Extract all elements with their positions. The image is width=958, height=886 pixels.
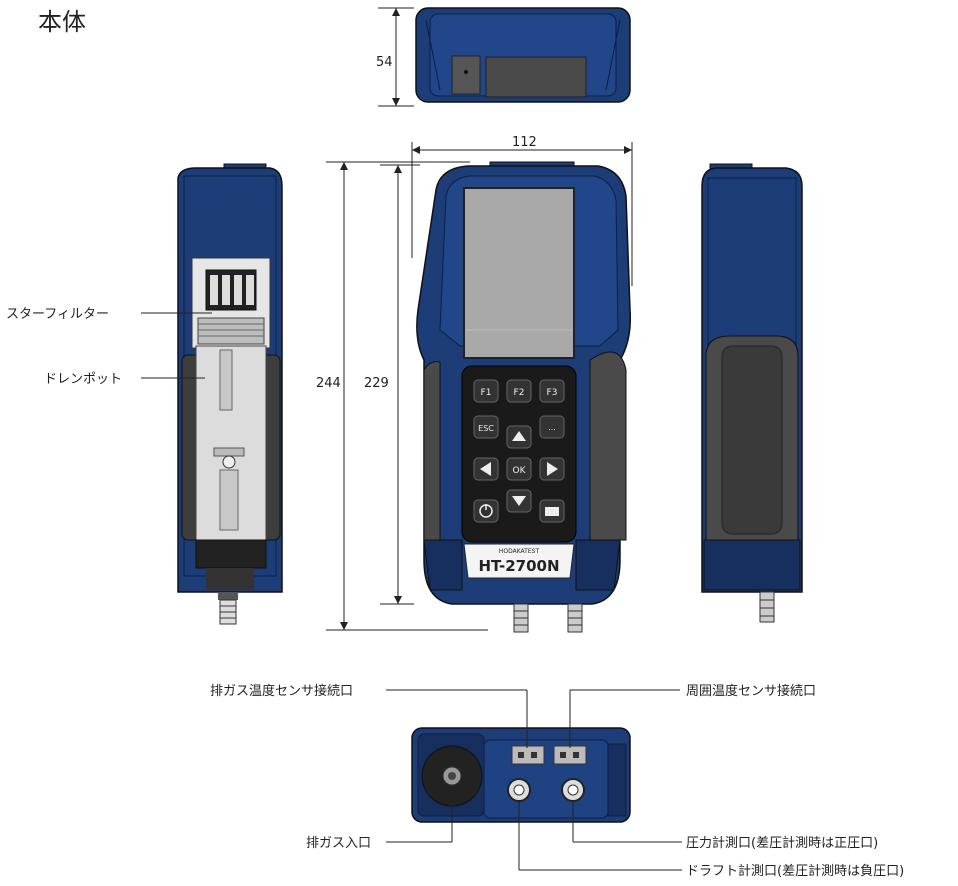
right-arrow-icon (547, 462, 558, 476)
key-dots: ... (548, 423, 556, 432)
dim-height-total: 244 (316, 161, 488, 631)
callout-exhaust-inlet: 排ガス入口 (306, 790, 453, 851)
key-esc: ESC (478, 424, 494, 433)
key-f2: F2 (514, 388, 525, 398)
print-icon (545, 507, 559, 516)
dim-width-label: 112 (512, 135, 537, 150)
down-arrow-icon (512, 496, 526, 506)
page-heading: 本体 (38, 8, 86, 36)
device-brand: HODAKATEST (499, 548, 540, 555)
dim-thickness-label: 54 (376, 55, 393, 70)
dim-height-total-label: 244 (316, 376, 341, 391)
up-arrow-icon (512, 431, 526, 441)
callout-pressure-port: 圧力計測口(差圧計測時は正圧口) (572, 801, 878, 851)
left-side-view (177, 163, 283, 625)
callout-star-filter-label: スターフィルター (6, 307, 109, 322)
callout-exhaust-temp-port: 排ガス温度センサ接続口 (210, 683, 528, 748)
top-view (415, 7, 631, 103)
key-ok: OK (513, 466, 527, 476)
key-f1: F1 (481, 388, 492, 398)
callout-draft-port-label: ドラフト計測口(差圧計測時は負圧口) (686, 863, 904, 879)
callout-drain-pot: ドレンポット (44, 372, 205, 387)
dim-thickness: 54 (376, 7, 414, 107)
device-model: HT-2700N (478, 557, 559, 575)
dim-height-body: 229 (364, 164, 420, 605)
callout-pressure-port-label: 圧力計測口(差圧計測時は正圧口) (686, 835, 878, 851)
dim-height-body-label: 229 (364, 376, 389, 391)
callout-drain-pot-label: ドレンポット (44, 372, 122, 387)
callout-star-filter: スターフィルター (6, 307, 212, 322)
callout-draft-port: ドラフト計測口(差圧計測時は負圧口) (518, 801, 904, 879)
callout-ambient-temp-port: 周囲温度センサ接続口 (569, 683, 816, 748)
bottom-view (411, 727, 631, 823)
front-view: F1 F2 F3 ESC ... OK (416, 161, 632, 633)
key-f3: F3 (547, 388, 558, 398)
callout-ambient-temp-port-label: 周囲温度センサ接続口 (686, 683, 816, 699)
dim-width: 112 (411, 135, 633, 286)
callout-exhaust-inlet-label: 排ガス入口 (306, 836, 371, 851)
right-side-view (701, 163, 803, 623)
left-arrow-icon (480, 462, 491, 476)
callout-exhaust-temp-port-label: 排ガス温度センサ接続口 (210, 683, 353, 699)
